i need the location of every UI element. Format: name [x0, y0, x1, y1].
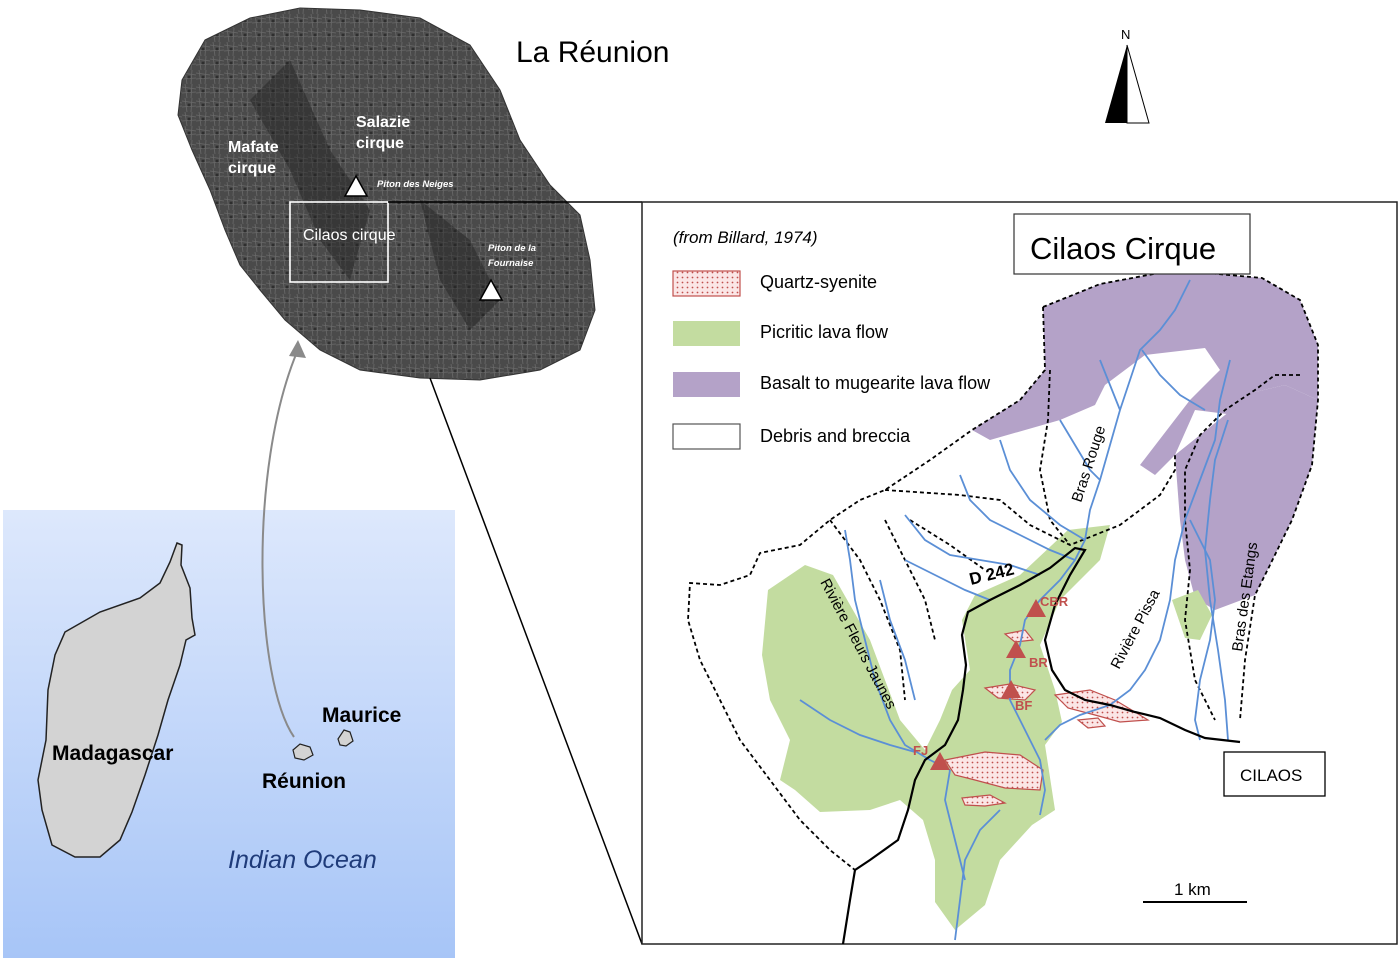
north-arrow-light [1126, 44, 1150, 124]
legend-label-syenite: Quartz-syenite [760, 272, 877, 292]
river-tributary-6 [904, 514, 1041, 576]
ridge-shading [250, 60, 500, 330]
legend-swatch-picrite [673, 321, 740, 346]
site-bf-label: BF [1015, 698, 1032, 713]
picrite-east-patch [1172, 590, 1212, 640]
cilaos-geologic-map: CBR BR BF FJ Bras Rouge Rivière Fleurs J… [641, 201, 1398, 945]
river-south [954, 809, 1001, 941]
piton-des-neiges-marker [343, 174, 369, 197]
river-tributary-3 [1059, 419, 1101, 481]
river-tributary-1 [1099, 359, 1121, 411]
reunion-satellite: Mafate cirque Salazie cirque Cilaos cirq… [177, 7, 596, 381]
site-br-marker [1006, 640, 1026, 658]
locator-arrow-head [289, 340, 306, 358]
river-tributary-5 [959, 474, 1076, 561]
locator-arrow [261, 351, 298, 738]
legend-swatch-basalt [673, 372, 740, 397]
syenite-body-br [1003, 629, 1035, 643]
mafate-label-1: Mafate [228, 139, 279, 156]
maurice-island [337, 729, 354, 747]
cilaos-label: Cilaos cirque [303, 227, 396, 244]
island-title: La Réunion [516, 36, 669, 69]
basalt-east-area [1175, 385, 1318, 610]
site-cbr-marker [1026, 599, 1046, 617]
river-tributary-7 [904, 559, 991, 601]
river-fleurs-tributary-1 [879, 579, 916, 701]
north-label: N [1121, 27, 1130, 42]
north-arrow: N [1105, 27, 1150, 124]
cilaos-title: Cilaos Cirque [1030, 231, 1216, 266]
madagascar-landmass [37, 542, 196, 858]
piton-neiges-label: Piton des Neiges [377, 179, 454, 190]
road-d242 [841, 546, 1241, 945]
river-fleurs-jaunes [844, 529, 951, 771]
reunion-island [292, 743, 314, 761]
site-cbr-label: CBR [1040, 594, 1069, 609]
north-arrow-dark [1105, 45, 1127, 123]
salazie-label-1: Salazie [356, 114, 410, 131]
river-pissa [1044, 359, 1231, 741]
cilaos-highlight-box [289, 201, 389, 283]
syenite-body-small [1076, 717, 1107, 729]
source-citation: (from Billard, 1974) [673, 228, 818, 247]
site-bf-marker [1001, 680, 1021, 698]
river-tributary-2 [1141, 349, 1206, 411]
river-southwest [944, 769, 966, 881]
scale-label: 1 km [1174, 880, 1211, 899]
maurice-label: Maurice [322, 704, 401, 727]
inset-map: Madagascar Réunion Maurice Indian Ocean [3, 340, 455, 958]
site-br-label: BR [1029, 655, 1048, 670]
salazie-label-2: cirque [356, 135, 404, 152]
reunion-label: Réunion [262, 770, 346, 793]
legend-label-basalt: Basalt to mugearite lava flow [760, 373, 991, 393]
site-fj-label: FJ [913, 743, 928, 758]
piton-fournaise-label-2: Fournaise [488, 258, 534, 269]
piton-fournaise-label-1: Piton de la [488, 243, 536, 254]
basalt-north-area [972, 270, 1318, 475]
mafate-label-2: cirque [228, 160, 276, 177]
river-pissa-tributary [1189, 519, 1216, 741]
cilaos-title-box [1013, 213, 1251, 275]
river-etangs [1204, 419, 1229, 741]
cilaos-town-label: CILAOS [1240, 766, 1302, 785]
legend: Quartz-syenite Picritic lava flow Basalt… [672, 270, 991, 450]
river-tributary-4 [999, 439, 1086, 541]
legend-label-debris: Debris and breccia [760, 426, 911, 446]
syenite-body-main [944, 751, 1044, 791]
madagascar-label: Madagascar [52, 742, 173, 765]
projection-line-bottom [429, 377, 643, 945]
legend-swatch-debris [672, 423, 741, 450]
site-fj-marker [930, 752, 950, 770]
legend-swatch-syenite [672, 270, 741, 297]
geologic-boundaries [687, 269, 1319, 871]
piton-de-la-fournaise-marker [478, 278, 504, 301]
river-bras-rouge [1009, 279, 1191, 816]
syenite-body-east [1053, 689, 1150, 723]
cilaos-town-box [1223, 751, 1326, 797]
river-network [799, 279, 1231, 941]
river-fleurs-tributary-2 [799, 699, 916, 753]
ocean-label: Indian Ocean [228, 846, 377, 874]
syenite-body-south [961, 794, 1007, 807]
legend-label-picrite: Picritic lava flow [760, 322, 889, 342]
